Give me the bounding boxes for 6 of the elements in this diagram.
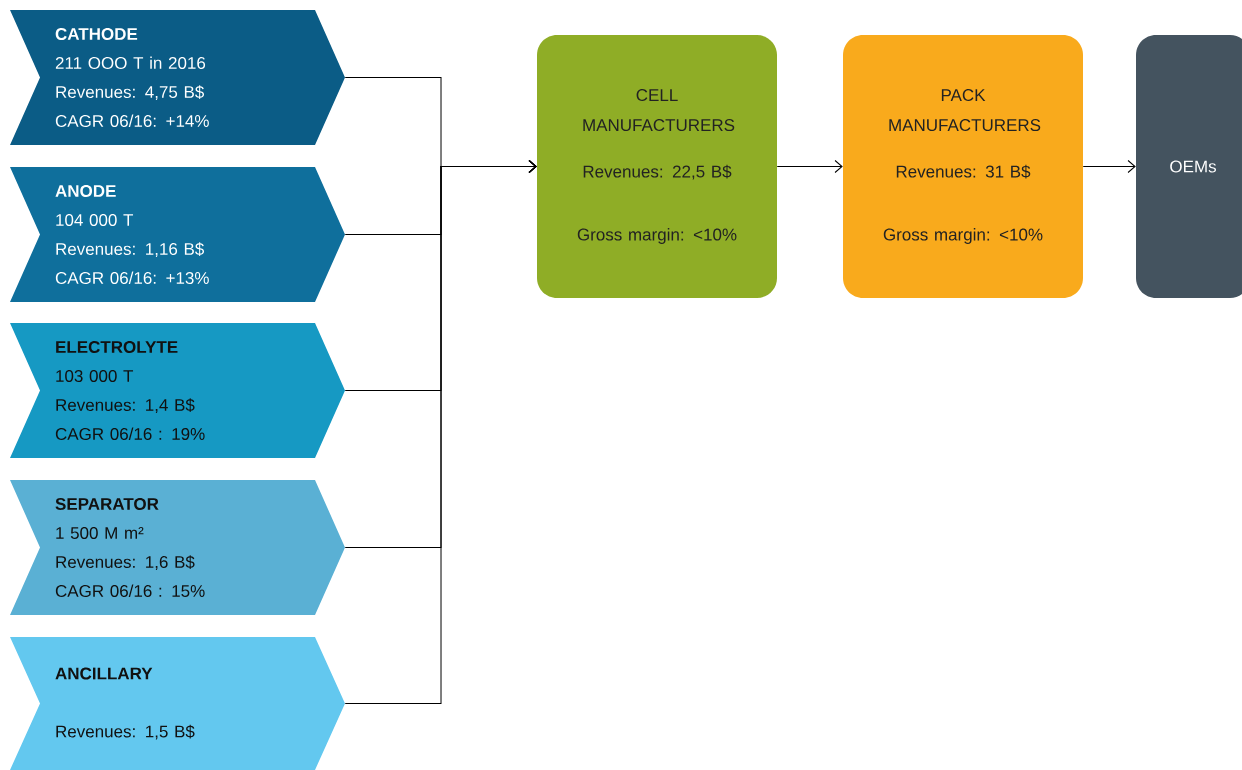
arrow (344, 160, 537, 704)
arrow (776, 160, 843, 173)
process-box: PACK MANUFACTURERS Revenues: 31 B$ Gross margin: <10% (843, 35, 1083, 298)
arrow (1082, 160, 1136, 173)
process-box: CELL MANUFACTURERS Revenues: 22,5 B$ Gross margin: <10% (537, 35, 777, 298)
process-box: OEMs (1136, 35, 1242, 298)
